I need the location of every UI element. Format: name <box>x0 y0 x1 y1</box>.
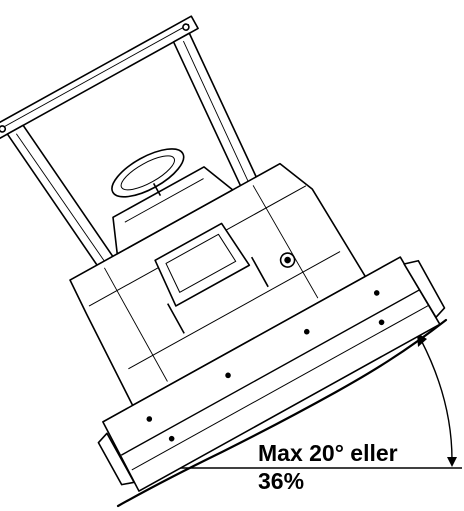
drum-end-left <box>97 432 135 486</box>
slope-limit-label-line1: Max 20° eller <box>258 440 398 466</box>
slope-limit-label-line2: 36% <box>258 468 305 494</box>
operator-seat <box>154 222 251 307</box>
rops-canopy <box>0 15 199 142</box>
angle-arrowhead-bottom <box>447 457 457 467</box>
angle-arrowhead-top <box>417 333 427 347</box>
roller-machine <box>0 15 446 492</box>
angle-arc <box>420 339 453 461</box>
engine-hood <box>112 166 234 255</box>
slope-ground-line <box>116 318 448 508</box>
drum-end-right <box>403 259 446 319</box>
